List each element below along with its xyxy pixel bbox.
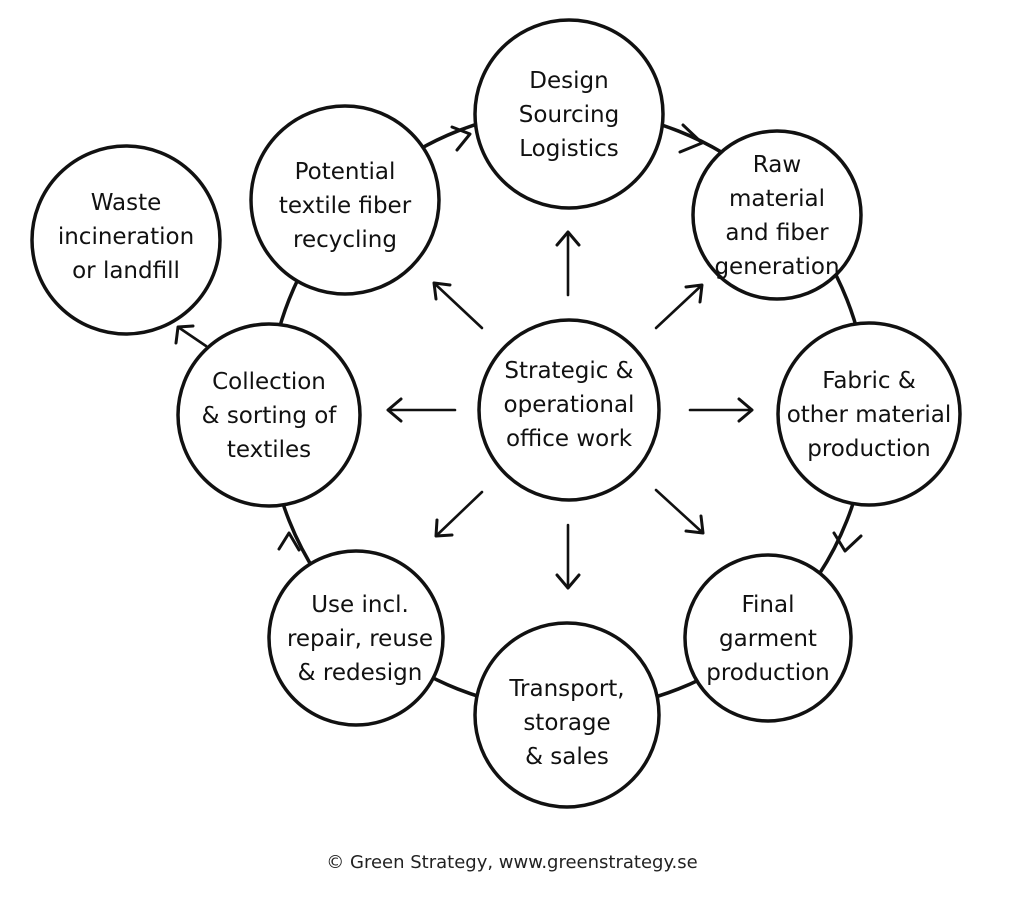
node-design-label-line-2: Sourcing (519, 102, 619, 128)
node-waste-label-line-2: incineration (58, 224, 194, 250)
node-waste-label-line-3: or landfill (72, 258, 180, 284)
node-use-label: Use incl. repair, reuse & redesign (287, 592, 433, 686)
node-fabric: Fabric & other material production (776, 321, 962, 507)
ring-arrow-design-to-raw (678, 123, 704, 154)
node-use: Use incl. repair, reuse & redesign (267, 549, 445, 727)
node-recycling-label-line-3: recycling (293, 227, 397, 253)
center-arrows (386, 230, 754, 590)
node-transport-label: Transport, storage & sales (508, 676, 624, 770)
ring-arrow-recycling-to-design (450, 125, 472, 152)
node-transport: Transport, storage & sales (473, 621, 661, 809)
node-raw-material-label-line-1: Raw (753, 152, 801, 178)
arrow-center-to-transport (555, 523, 581, 590)
node-fabric-label: Fabric & other material production (787, 368, 952, 462)
node-transport-label-line-1: Transport, (508, 676, 624, 702)
node-recycling: Potential textile fiber recycling (249, 104, 441, 296)
node-use-label-line-1: Use incl. (311, 592, 409, 618)
node-fabric-label-line-2: other material (787, 402, 952, 428)
node-raw-material-label: Raw material and fiber generation (714, 152, 839, 280)
node-garment: Final garment production (683, 553, 853, 723)
node-center: Strategic & operational office work (477, 318, 661, 502)
node-collection-label-line-2: & sorting of (202, 403, 338, 429)
node-fabric-label-line-3: production (807, 436, 931, 462)
node-waste-label: Waste incineration or landfill (58, 190, 194, 284)
ring-arrow-fabric-to-garment (832, 531, 863, 553)
ring-direction-arrows (277, 123, 863, 553)
arrow-collection-to-waste (174, 324, 208, 348)
node-collection-label-line-3: textiles (227, 437, 311, 463)
node-recycling-label-line-2: textile fiber (279, 193, 412, 219)
arrow-center-to-raw (654, 283, 704, 330)
arrow-center-to-design (555, 230, 581, 297)
node-collection-label: Collection & sorting of textiles (202, 369, 338, 463)
arrow-center-to-use (434, 490, 484, 538)
node-raw-material: Raw material and fiber generation (691, 129, 863, 301)
node-transport-label-line-3: & sales (525, 744, 609, 770)
node-use-label-line-3: & redesign (298, 660, 423, 686)
node-garment-label-line-2: garment (719, 626, 817, 652)
node-use-label-line-2: repair, reuse (287, 626, 433, 652)
node-waste: Waste incineration or landfill (30, 144, 222, 336)
node-center-label-line-1: Strategic & (504, 358, 633, 384)
node-garment-label-line-3: production (706, 660, 830, 686)
node-raw-material-label-line-4: generation (714, 254, 839, 280)
node-raw-material-label-line-2: material (729, 186, 825, 212)
arrow-center-to-collection (386, 397, 457, 423)
node-recycling-label-line-1: Potential (295, 159, 396, 185)
copyright-credit: © Green Strategy, www.greenstrategy.se (326, 852, 698, 873)
node-transport-label-line-2: storage (523, 710, 610, 736)
node-fabric-label-line-1: Fabric & (822, 368, 916, 394)
node-design-label-line-3: Logistics (519, 136, 619, 162)
arrow-center-to-fabric (688, 397, 754, 423)
node-collection-label-line-1: Collection (212, 369, 326, 395)
ring-arrow-use-to-collection (277, 531, 301, 552)
node-recycling-label: Potential textile fiber recycling (279, 159, 412, 253)
arrow-center-to-garment (654, 488, 705, 535)
node-center-label-line-2: operational (504, 392, 635, 418)
node-center-label-line-3: office work (506, 426, 633, 452)
node-waste-label-line-1: Waste (91, 190, 162, 216)
node-center-label: Strategic & operational office work (504, 358, 635, 452)
node-garment-label: Final garment production (706, 592, 830, 686)
node-design-label-line-1: Design (529, 68, 608, 94)
arrow-center-to-recycling (432, 281, 484, 330)
node-garment-label-line-1: Final (741, 592, 794, 618)
node-raw-material-label-line-3: and fiber (725, 220, 829, 246)
node-collection: Collection & sorting of textiles (176, 322, 362, 508)
